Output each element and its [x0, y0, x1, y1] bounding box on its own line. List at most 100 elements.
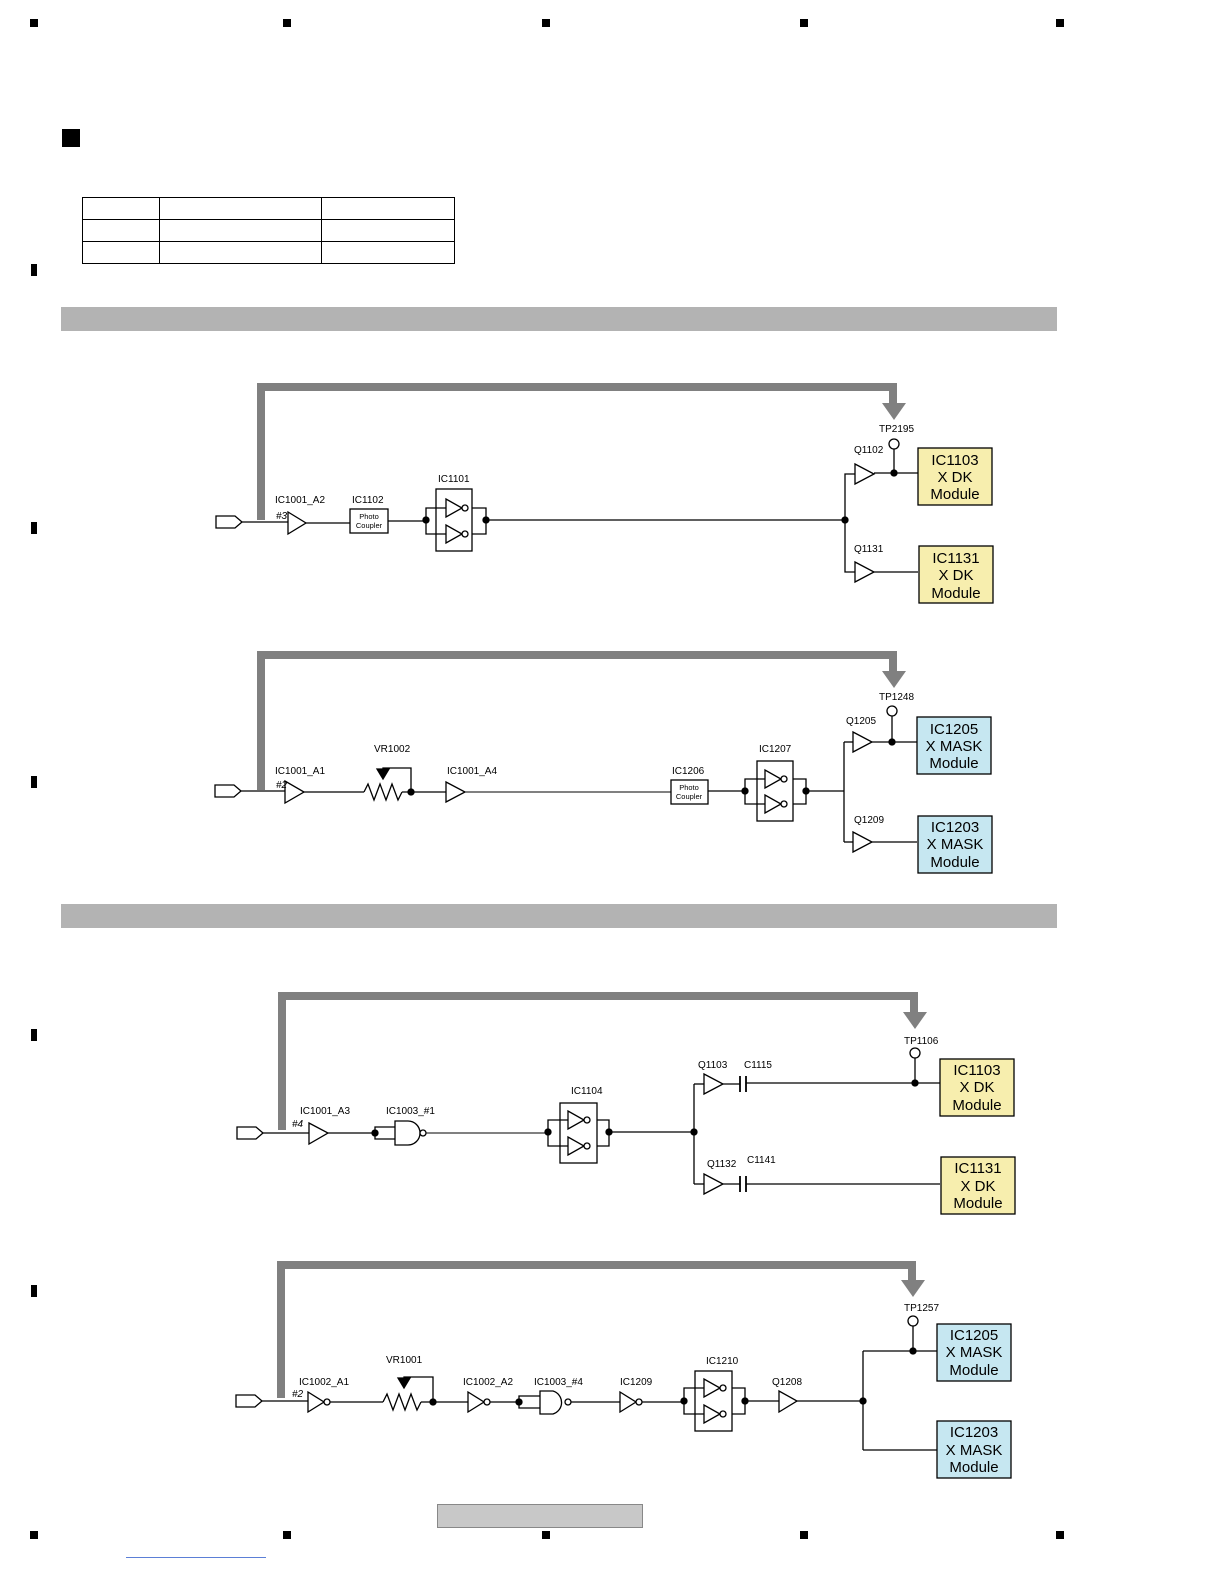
input-connector-icon: [235, 1394, 263, 1408]
inverter-icon: [764, 793, 783, 815]
transistor-label: Q1205: [846, 716, 876, 727]
feedback-arrow: [278, 992, 918, 1130]
transistor-icon: [852, 830, 874, 854]
registration-mark: [30, 1531, 38, 1539]
inverter-pair-box: [435, 488, 473, 552]
inverter-icon: [445, 523, 464, 545]
component-label: IC1002_A1: [299, 1377, 349, 1388]
registration-mark: [31, 1029, 37, 1041]
module-label: X DK: [959, 1079, 994, 1096]
diagram-1: [215, 383, 994, 604]
component-label: IC1101: [438, 474, 470, 485]
transistor-label: Q1131: [854, 544, 884, 555]
module-label: Module: [931, 585, 980, 602]
module-label: X MASK: [926, 738, 983, 755]
diagram-1-labels: TP2195 #3 IC1001_A2 IC1102 IC1101 Photo …: [275, 424, 981, 602]
inverter-icon: [467, 1390, 486, 1414]
input-connector-icon: [214, 784, 242, 798]
buffer-icon: [445, 780, 467, 804]
mask-module-box: [917, 815, 993, 874]
testpoint-label: TP1248: [879, 692, 914, 703]
dk-module-box: [939, 1058, 1015, 1117]
footer-link-underline: [126, 1557, 266, 1558]
module-label: IC1131: [954, 1160, 1001, 1177]
component-label: IC1104: [571, 1086, 603, 1097]
pin-label: #3: [276, 511, 288, 522]
registration-mark: [283, 1531, 291, 1539]
inverter-icon: [567, 1135, 586, 1157]
module-label: Module: [930, 854, 979, 871]
photo-coupler-label: Coupler: [356, 521, 383, 530]
inverter-icon: [619, 1390, 638, 1414]
diagram-3-labels: TP1106 #4 IC1001_A3 IC1003_#1 IC1104 Q11…: [292, 1036, 1003, 1212]
inverter-icon: [703, 1403, 722, 1425]
photo-coupler-box: [349, 508, 389, 534]
component-label: IC1001_A3: [300, 1106, 350, 1117]
pin-label: #2: [276, 780, 288, 791]
arrow-head: [901, 1280, 925, 1297]
transistor-icon: [703, 1172, 725, 1196]
capacitor-label: C1115: [744, 1060, 772, 1071]
diagram-4: [235, 1261, 1012, 1479]
pin-label: #2: [292, 1389, 304, 1400]
registration-mark: [542, 1531, 550, 1539]
registration-mark: [283, 19, 291, 27]
transistor-icon: [854, 560, 876, 584]
module-label: X DK: [960, 1178, 995, 1195]
registration-mark: [1056, 1531, 1064, 1539]
module-label: Module: [953, 1195, 1002, 1212]
module-label: IC1205: [930, 721, 978, 738]
diagram-4-labels: TP1257 #2 IC1002_A1 VR1001 IC1002_A2 IC1…: [292, 1303, 1002, 1476]
inverter-pair-box: [756, 760, 794, 822]
registration-mark: [31, 776, 37, 788]
arrow-head: [882, 403, 906, 420]
table-row: [82, 219, 455, 242]
photo-coupler-label: Photo: [359, 512, 379, 521]
component-label: Q1208: [772, 1377, 802, 1388]
module-label: X DK: [938, 567, 973, 584]
pin-label: #4: [292, 1119, 304, 1130]
testpoint-label: TP1257: [904, 1303, 939, 1314]
registration-mark: [31, 264, 37, 276]
registration-mark: [800, 19, 808, 27]
photo-coupler-label: Coupler: [676, 792, 703, 801]
input-connector-icon: [215, 515, 243, 529]
module-label: X MASK: [946, 1344, 1003, 1361]
module-label: X DK: [937, 469, 972, 486]
module-label: Module: [952, 1097, 1001, 1114]
section-band: [61, 904, 1057, 928]
module-label: IC1131: [932, 550, 979, 567]
component-label: IC1102: [352, 495, 384, 506]
testpoint-icon: [909, 1047, 921, 1059]
inverter-icon: [567, 1109, 586, 1131]
registration-mark: [542, 19, 550, 27]
wiper-arrow-icon: [396, 1377, 412, 1390]
module-label: IC1103: [953, 1062, 1000, 1079]
component-label: IC1003_#4: [534, 1377, 583, 1388]
module-label: IC1203: [931, 819, 979, 836]
feedback-arrow: [277, 1261, 916, 1398]
inverter-icon: [703, 1377, 722, 1399]
dk-module-box: [918, 545, 994, 604]
diagram-2-labels: TP1248 #2 IC1001_A1 VR1002 IC1001_A4 IC1…: [275, 692, 983, 871]
nand-gate-icon: [539, 1390, 563, 1415]
module-label: Module: [929, 755, 978, 772]
component-label: VR1001: [386, 1355, 423, 1366]
diagram-3: [236, 992, 1016, 1215]
module-label: X MASK: [927, 836, 984, 853]
capacitor-label: C1141: [747, 1155, 776, 1166]
arrow-head: [882, 671, 906, 688]
registration-mark: [1056, 19, 1064, 27]
component-label: IC1210: [706, 1356, 739, 1367]
inverter-icon: [307, 1390, 326, 1414]
module-label: X MASK: [946, 1442, 1003, 1459]
component-label: IC1209: [620, 1377, 653, 1388]
component-label: IC1001_A1: [275, 766, 325, 777]
component-label: IC1003_#1: [386, 1106, 435, 1117]
component-label: IC1001_A4: [447, 766, 497, 777]
transistor-icon: [778, 1389, 799, 1414]
buffer-icon: [287, 510, 308, 536]
mask-module-box: [936, 1323, 1012, 1382]
component-label: IC1001_A2: [275, 495, 325, 506]
testpoint-icon: [907, 1315, 919, 1327]
